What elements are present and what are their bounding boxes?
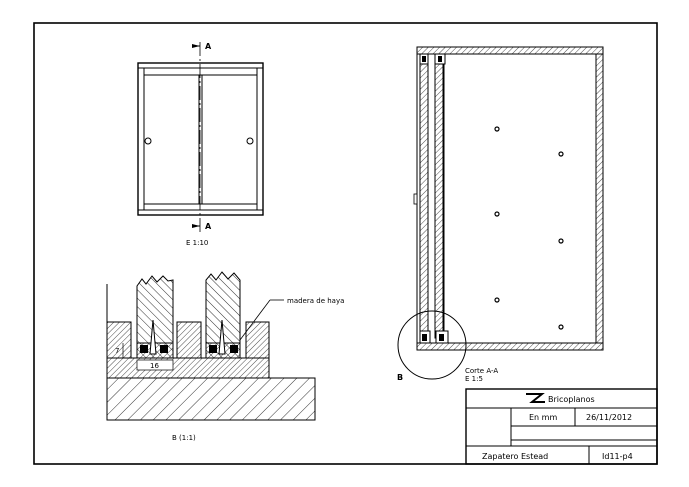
- dimension-16-box: [136, 359, 174, 371]
- section-door-inner: [434, 57, 444, 339]
- section-marker-top: A: [205, 42, 212, 51]
- front-view-knob-left: [144, 137, 152, 145]
- front-view-knob-right: [246, 137, 254, 145]
- section-handle: [413, 193, 418, 205]
- detail-marker-b: B: [397, 373, 403, 382]
- dimension-16-label: 16: [150, 362, 159, 370]
- drawing-code: Id11-p4: [602, 452, 633, 461]
- section-scale: E 1:5: [465, 375, 483, 383]
- dimension-7-label: 7: [115, 347, 119, 355]
- detail-base-board: [106, 357, 270, 379]
- detail-door-left: [136, 275, 174, 359]
- shelf-pin-3: [494, 211, 500, 217]
- detail-rail-right: [245, 321, 270, 359]
- bricoplanos-logo-icon: [526, 393, 545, 403]
- section-marker-bottom: A: [205, 222, 212, 231]
- section-bottom-board: [416, 342, 604, 351]
- section-bottom-strip-2: [439, 334, 444, 341]
- front-view-scale: E 1:10: [186, 239, 208, 247]
- shelf-pin-5: [494, 297, 500, 303]
- detail-block-1: [140, 345, 148, 353]
- front-view: A A E 1:10: [137, 42, 264, 247]
- section-top-board: [416, 46, 604, 55]
- drawing-name: Zapatero Estead: [482, 452, 548, 461]
- detail-caption: B (1:1): [172, 434, 196, 442]
- sheet-border: [33, 22, 658, 465]
- section-top-strip-2: [438, 56, 442, 62]
- section-bottom-strip-1: [422, 334, 427, 341]
- detail-screw-left: [149, 319, 157, 355]
- units-label: En mm: [529, 413, 557, 422]
- section-view: B Corte A-A E 1:5: [397, 46, 604, 383]
- title-block: Bricoplanos En mm 26/11/2012 Zapatero Es…: [465, 388, 658, 465]
- detail-block-4: [230, 345, 238, 353]
- detail-leader: [239, 299, 271, 341]
- shelf-pin-6: [558, 324, 564, 330]
- shelf-pin-4: [558, 238, 564, 244]
- detail-block-3: [209, 345, 217, 353]
- detail-floor: [106, 377, 316, 421]
- detail-rail-middle: [176, 321, 202, 359]
- section-title: Corte A-A: [465, 367, 498, 375]
- detail-door-right: [205, 271, 241, 359]
- shelf-pin-1: [494, 126, 500, 132]
- detail-block-2: [160, 345, 168, 353]
- detail-note: madera de haya: [287, 297, 344, 305]
- date-label: 26/11/2012: [586, 413, 632, 422]
- detail-screw-right: [218, 319, 226, 355]
- brand-name: Bricoplanos: [548, 395, 595, 404]
- detail-circle-b: [397, 310, 467, 380]
- section-back-board: [595, 53, 604, 344]
- section-top-strip-1: [422, 56, 426, 62]
- front-view-outer: [137, 62, 264, 216]
- section-door-outer: [419, 57, 429, 339]
- detail-view: madera de haya 16 7 B (1:1): [106, 271, 344, 442]
- shelf-pin-2: [558, 151, 564, 157]
